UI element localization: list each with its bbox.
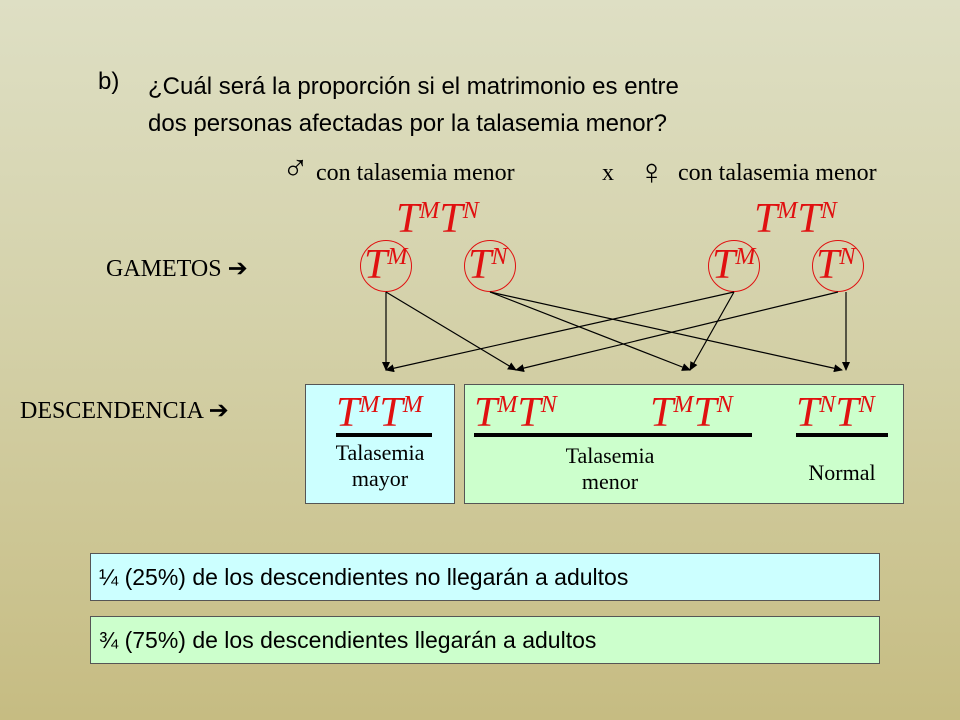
- gamete-3: TM: [712, 244, 755, 286]
- offspring-genotype-1: TMTM: [336, 392, 423, 434]
- phenotype-minor: Talasemia menor: [530, 443, 690, 495]
- genotype-underline: [474, 433, 752, 437]
- arrow-right-icon: ➔: [208, 398, 229, 424]
- question-line-2: dos personas afectadas por la talasemia …: [148, 110, 667, 137]
- allele-base: T: [439, 196, 463, 242]
- gamete-2: TN: [468, 244, 507, 286]
- arrow-right-icon: ➔: [227, 256, 248, 282]
- question-line-1: ¿Cuál será la proporción si el matrimoni…: [148, 73, 679, 100]
- phenotype-line: mayor: [351, 466, 409, 491]
- minor-normal-box: [464, 384, 904, 504]
- major-thalassemia-box: [305, 384, 455, 504]
- female-symbol-icon: ♀: [638, 152, 665, 192]
- arrow-line: [385, 291, 517, 371]
- phenotype-line: Talasemia: [335, 440, 425, 465]
- allele-base: T: [693, 390, 717, 436]
- allele-sup: M: [402, 392, 423, 418]
- allele-sup: N: [491, 244, 508, 270]
- allele-base: T: [364, 242, 388, 288]
- allele-base: T: [796, 390, 820, 436]
- parent-genotype-female: TMTN: [754, 198, 837, 240]
- allele-sup: N: [839, 244, 856, 270]
- arrow-line: [515, 291, 839, 373]
- female-description: con talasemia menor: [678, 160, 877, 186]
- offspring-genotype-2: TMTN: [474, 392, 557, 434]
- gamete-circle: [812, 240, 864, 292]
- gametes-label: GAMETOS ➔: [106, 254, 248, 283]
- arrow-line: [689, 291, 735, 371]
- allele-base: T: [379, 390, 403, 436]
- allele-base: T: [712, 242, 736, 288]
- offspring-genotype-4: TNTN: [796, 392, 875, 434]
- question-label: b): [98, 68, 120, 95]
- allele-base: T: [816, 242, 840, 288]
- arrow-line: [489, 291, 843, 373]
- allele-sup: M: [387, 244, 408, 270]
- allele-base: T: [396, 196, 420, 242]
- gamete-circle: [708, 240, 760, 292]
- allele-sup: N: [819, 392, 836, 418]
- gamete-circle: [360, 240, 412, 292]
- allele-sup: M: [673, 392, 694, 418]
- result-adults: ¾ (75%) de los descendientes llegarán a …: [90, 616, 880, 664]
- male-description: con talasemia menor: [316, 160, 515, 186]
- allele-base: T: [650, 390, 674, 436]
- gamete-4: TN: [816, 244, 855, 286]
- offspring-genotype-3: TMTN: [650, 392, 733, 434]
- allele-sup: M: [777, 198, 798, 224]
- result-not-adults: ¼ (25%) de los descendientes no llegarán…: [90, 553, 880, 601]
- gamete-circle: [464, 240, 516, 292]
- allele-sup: N: [858, 392, 875, 418]
- allele-sup: M: [497, 392, 518, 418]
- phenotype-normal: Normal: [808, 460, 876, 485]
- allele-base: T: [468, 242, 492, 288]
- allele-sup: N: [462, 198, 479, 224]
- gametes-label-text: GAMETOS: [106, 256, 222, 282]
- question-text: ¿Cuál será la proporción si el matrimoni…: [148, 68, 908, 142]
- genotype-underline: [796, 433, 888, 437]
- phenotype-major: Talasemia mayor: [305, 440, 455, 492]
- allele-sup: N: [540, 392, 557, 418]
- allele-base: T: [474, 390, 498, 436]
- cross-symbol: x: [602, 160, 614, 186]
- allele-sup: M: [735, 244, 756, 270]
- allele-base: T: [754, 196, 778, 242]
- allele-base: T: [835, 390, 859, 436]
- allele-base: T: [517, 390, 541, 436]
- genotype-underline: [336, 433, 432, 437]
- allele-sup: N: [716, 392, 733, 418]
- allele-sup: M: [419, 198, 440, 224]
- phenotype-line: Talasemia: [565, 443, 655, 468]
- gamete-1: TM: [364, 244, 407, 286]
- allele-base: T: [797, 196, 821, 242]
- arrow-line: [489, 291, 691, 371]
- offspring-label-text: DESCENDENCIA: [20, 398, 203, 424]
- phenotype-line: menor: [581, 469, 639, 494]
- allele-sup: N: [820, 198, 837, 224]
- allele-sup: M: [359, 392, 380, 418]
- parent-genotype-male: TMTN: [396, 198, 479, 240]
- offspring-label: DESCENDENCIA ➔: [20, 396, 229, 425]
- male-symbol-icon: ♂: [282, 148, 309, 188]
- arrow-line: [385, 291, 735, 373]
- allele-base: T: [336, 390, 360, 436]
